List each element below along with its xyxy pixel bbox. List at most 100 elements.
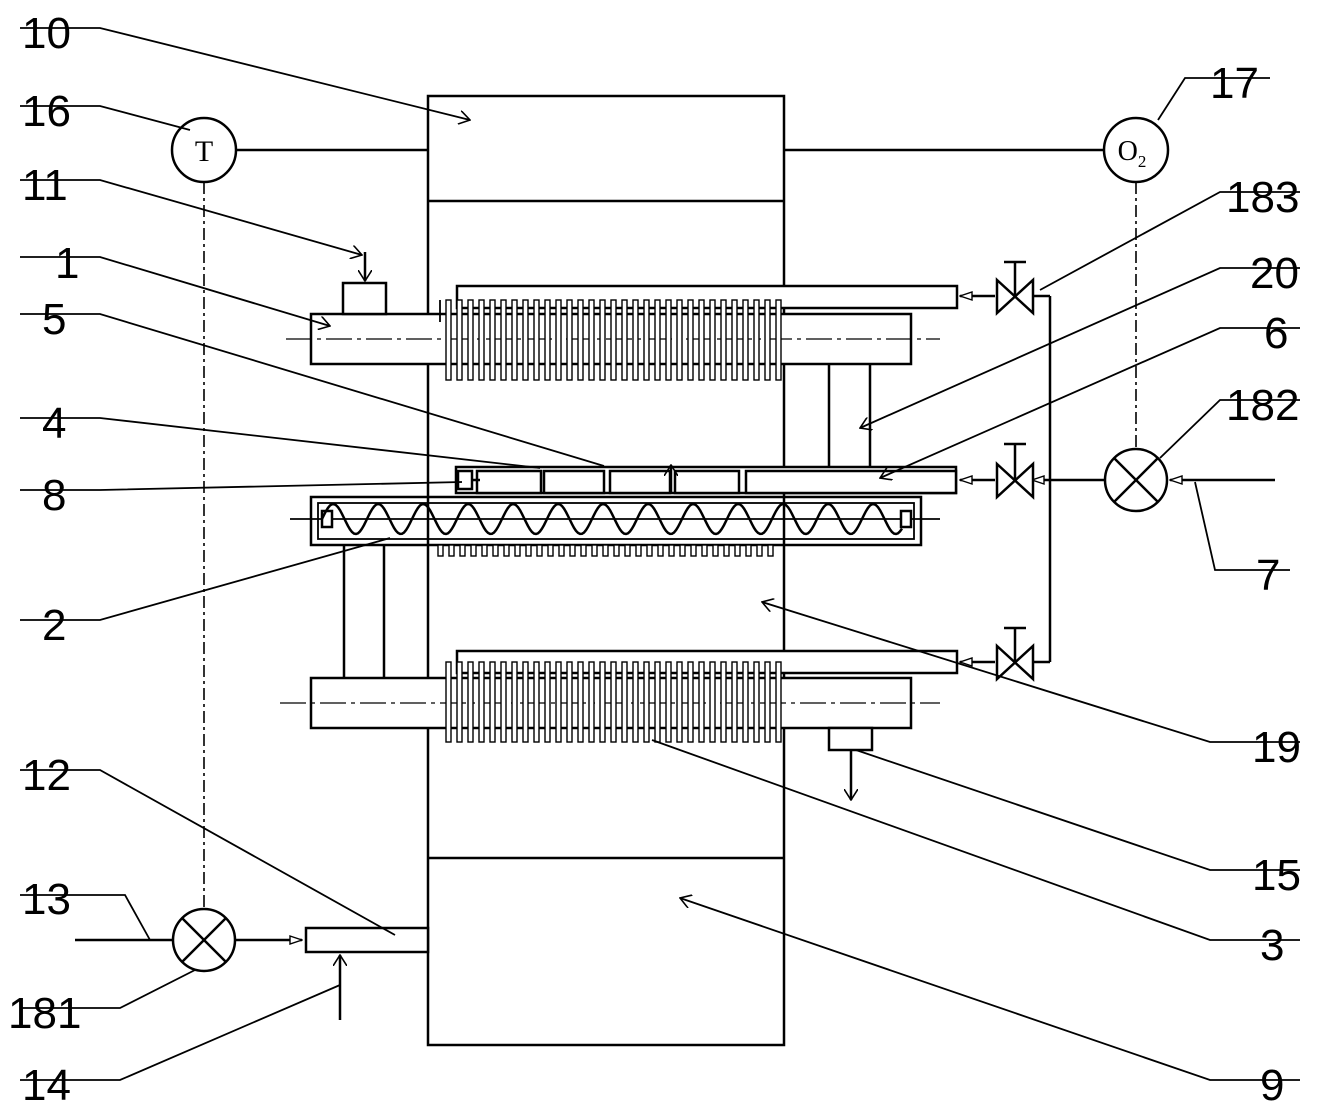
oxygen-symbol: O2	[1118, 136, 1147, 171]
fin	[731, 661, 738, 743]
callout-17: 17	[1210, 59, 1259, 108]
flow-valve-181	[171, 907, 237, 973]
callout-19: 19	[1252, 723, 1301, 772]
oxygen-sensor: O2	[784, 116, 1170, 449]
fin	[511, 661, 518, 743]
fin	[456, 299, 463, 381]
fin	[558, 544, 565, 557]
fin	[467, 661, 474, 743]
fin	[599, 661, 606, 743]
fin	[481, 544, 488, 557]
fin	[536, 544, 543, 557]
fin	[470, 544, 477, 557]
callout-3: 3	[1260, 921, 1284, 970]
fin	[709, 661, 716, 743]
fin	[566, 661, 573, 743]
fin	[591, 544, 598, 557]
fin	[500, 299, 507, 381]
callout-16: 16	[22, 87, 71, 136]
fin	[775, 299, 782, 381]
fin	[690, 544, 697, 557]
fin	[599, 299, 606, 381]
fin	[720, 661, 727, 743]
fin	[745, 544, 752, 557]
fin	[525, 544, 532, 557]
fin	[624, 544, 631, 557]
callout-1: 1	[55, 239, 79, 288]
fin	[679, 544, 686, 557]
fin	[459, 544, 466, 557]
fin	[643, 661, 650, 743]
fin	[621, 661, 628, 743]
callout-labels: 10 16 11 1 5 4 8 2 12 13 181 14 17 183 2…	[8, 9, 1301, 1110]
callout-9: 9	[1260, 1061, 1284, 1110]
fin	[668, 544, 675, 557]
fin	[437, 544, 444, 557]
fin	[756, 544, 763, 557]
upper-exchanger	[286, 281, 959, 381]
fin	[712, 544, 719, 557]
fin	[580, 544, 587, 557]
fin	[522, 661, 529, 743]
fin	[657, 544, 664, 557]
fin	[544, 299, 551, 381]
fin	[753, 661, 760, 743]
fin	[588, 299, 595, 381]
fin	[503, 544, 510, 557]
fin	[588, 661, 595, 743]
fin	[610, 661, 617, 743]
upper-fin-bank	[445, 299, 782, 381]
inlet-pipe	[75, 926, 430, 1020]
callout-20: 20	[1250, 249, 1299, 298]
fin	[478, 299, 485, 381]
fin	[511, 299, 518, 381]
callout-7: 7	[1256, 551, 1280, 600]
lower-exchanger	[280, 649, 959, 800]
fin	[577, 661, 584, 743]
callout-4: 4	[42, 399, 66, 448]
fin	[533, 661, 540, 743]
fin	[687, 661, 694, 743]
fin	[577, 299, 584, 381]
fin	[665, 661, 672, 743]
callout-182: 182	[1226, 381, 1299, 430]
callout-181: 181	[8, 989, 81, 1038]
callout-183: 183	[1226, 173, 1299, 222]
fin	[734, 544, 741, 557]
fin	[445, 299, 452, 381]
callout-11: 11	[22, 161, 68, 210]
fin	[613, 544, 620, 557]
fin	[775, 661, 782, 743]
fin	[654, 299, 661, 381]
fin	[731, 299, 738, 381]
screw-conveyor	[290, 495, 940, 557]
fin	[753, 299, 760, 381]
fin	[445, 661, 452, 743]
fin	[566, 299, 573, 381]
fin	[687, 299, 694, 381]
fin	[514, 544, 521, 557]
fin	[676, 661, 683, 743]
fin	[448, 544, 455, 557]
fin	[555, 299, 562, 381]
temperature-symbol: T	[195, 135, 213, 168]
fin	[569, 544, 576, 557]
fin	[632, 661, 639, 743]
air-supply-lines	[960, 296, 1275, 662]
fin	[720, 299, 727, 381]
fin	[547, 544, 554, 557]
fin	[701, 544, 708, 557]
fin	[522, 299, 529, 381]
fin	[478, 661, 485, 743]
callout-12: 12	[22, 751, 71, 800]
fin	[709, 299, 716, 381]
fin	[500, 661, 507, 743]
fin	[698, 299, 705, 381]
gate-valve-middle	[995, 442, 1035, 500]
fin	[643, 299, 650, 381]
fin	[764, 299, 771, 381]
callout-6: 6	[1264, 309, 1288, 358]
leader-lines	[20, 27, 1300, 1081]
lower-fin-bank	[445, 661, 782, 743]
